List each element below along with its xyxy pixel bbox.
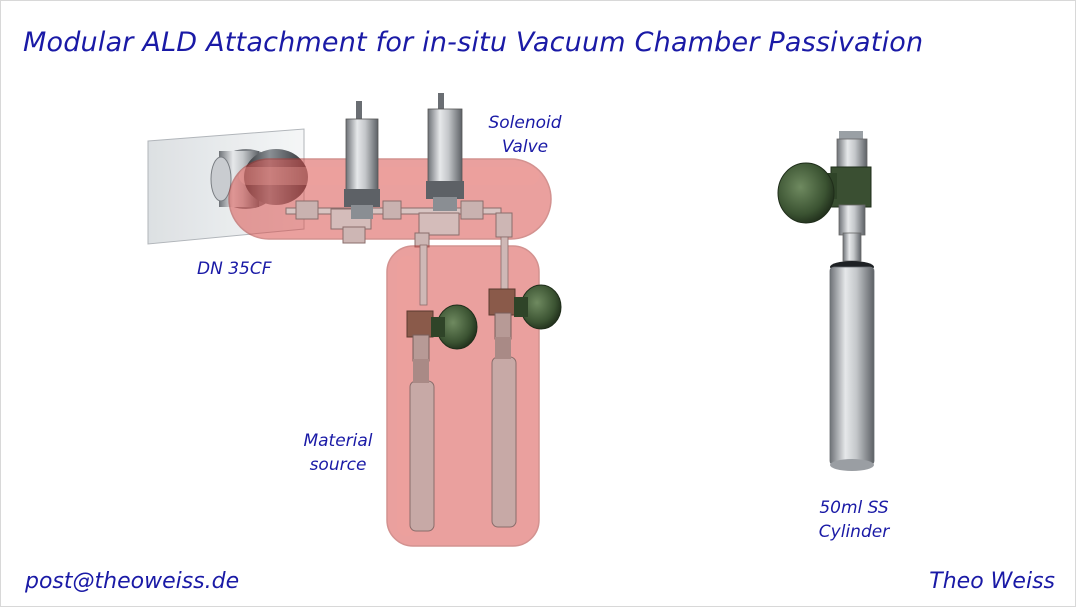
source-cylinder-right: [488, 284, 562, 528]
slide-title: Modular ALD Attachment for in-situ Vacuu…: [23, 27, 924, 58]
solenoid-valve-label: Solenoid Valve: [481, 111, 569, 159]
cylinder-label-line1: 50ml SS: [819, 498, 889, 518]
manifold: [285, 200, 513, 248]
cylinder-label-line2: Cylinder: [818, 522, 890, 542]
cylinder-label: 50ml SS Cylinder: [807, 496, 901, 544]
solenoid-valve-label-line1: Solenoid: [488, 113, 562, 133]
footer-email: post@theoweiss.de: [25, 569, 240, 594]
material-source-label: Material source: [297, 429, 379, 477]
ss-cylinder-assembly: [777, 131, 875, 471]
flange-label: DN 35CF: [197, 259, 272, 279]
solenoid-valve-left: [344, 101, 380, 219]
material-source-label-line1: Material: [303, 431, 373, 451]
source-cylinder-left: [406, 304, 478, 532]
material-source-label-line2: source: [309, 455, 367, 475]
solenoid-valve-label-line2: Valve: [501, 137, 549, 157]
solenoid-valve-right: [426, 93, 464, 211]
footer-author: Theo Weiss: [929, 569, 1055, 594]
